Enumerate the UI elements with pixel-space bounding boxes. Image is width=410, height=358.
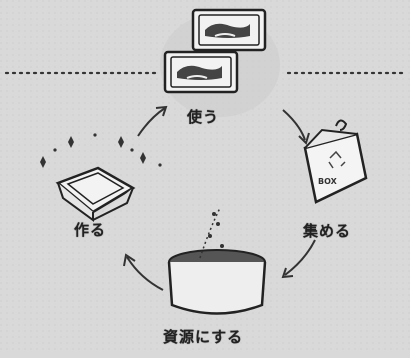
label-make: 作る xyxy=(74,221,107,239)
arrow-use-to-collect xyxy=(282,109,310,145)
arrow-make-to-use xyxy=(137,105,168,137)
arrow-collect-to-resource xyxy=(281,239,316,279)
resource-tub-icon xyxy=(167,207,267,315)
label-use: 使う xyxy=(187,108,220,126)
new-tray-icon xyxy=(55,166,136,222)
recycle-box-icon xyxy=(303,119,368,204)
label-collect: 集める xyxy=(303,222,352,240)
meat-tray-bottom-icon xyxy=(163,50,239,94)
label-resource: 資源にする xyxy=(163,328,244,346)
recycle-box-label: BOX xyxy=(318,177,337,186)
arrow-resource-to-make xyxy=(123,253,164,291)
sparkle-icons xyxy=(40,133,162,168)
meat-tray-top-icon xyxy=(191,8,267,52)
